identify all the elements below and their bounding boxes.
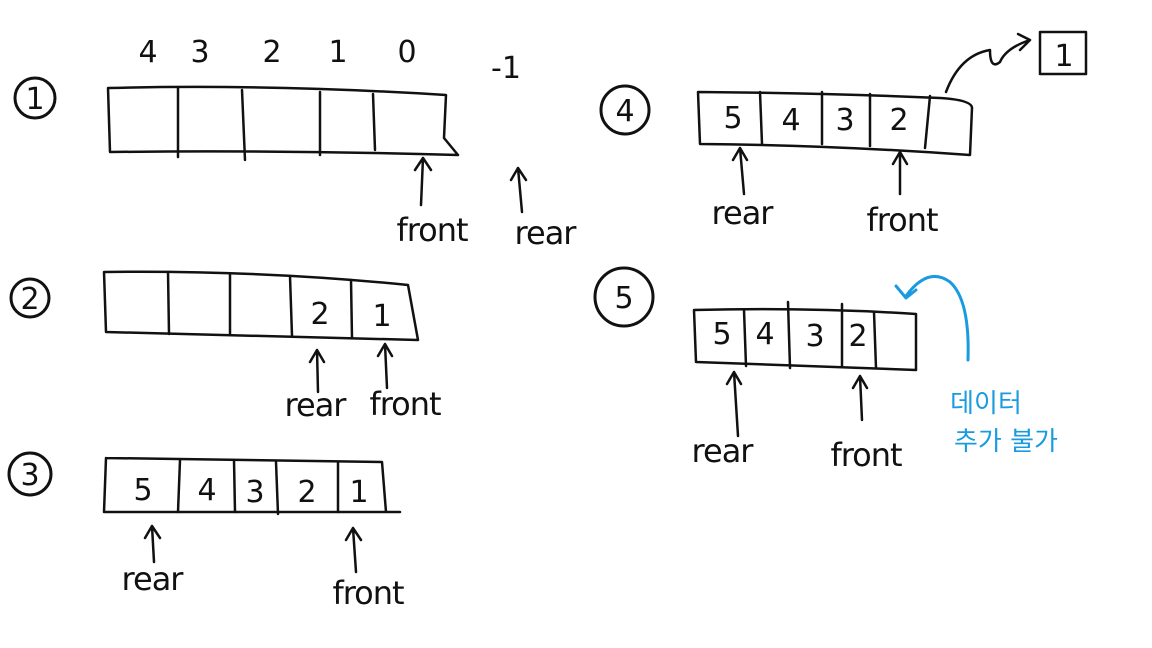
- cell-divider: [349, 278, 354, 340]
- cell-divider: [758, 90, 764, 146]
- cell-value: 2: [297, 475, 316, 510]
- note-line-2: 추가 불가: [954, 427, 1058, 457]
- cell-value: 3: [245, 475, 264, 510]
- front-label: front: [332, 574, 404, 612]
- cell-value: 2: [889, 103, 908, 138]
- step-3-circle: [7, 451, 53, 497]
- cell-value: 4: [755, 317, 774, 352]
- removed-box: [1038, 30, 1088, 76]
- cell-divider: [240, 88, 247, 162]
- arrow: [344, 526, 363, 574]
- cell-value: 4: [781, 103, 800, 138]
- step-4-label: 4: [615, 94, 634, 129]
- step-4: 4 5 4 3 2 1 rear front: [599, 30, 1088, 239]
- arrow: [851, 374, 869, 422]
- step-1-label: 1: [25, 82, 44, 117]
- step-1-circle: [13, 76, 57, 120]
- cell-divider: [872, 310, 878, 370]
- cell-divider: [176, 458, 182, 514]
- cell-divider: [923, 94, 932, 150]
- cell-divider: [786, 300, 792, 370]
- front-label: front: [866, 201, 938, 239]
- arrow: [308, 348, 326, 394]
- rear-label: rear: [692, 432, 755, 470]
- step-2-circle: [9, 277, 51, 319]
- arrow: [376, 342, 394, 390]
- index-label: 2: [262, 35, 281, 70]
- front-label: front: [396, 211, 468, 249]
- rear-label: rear: [712, 194, 775, 232]
- cell-value: 2: [310, 297, 329, 332]
- step-5-label: 5: [614, 281, 633, 316]
- step-1: 1 4 3 2 1 0 -1 front rear: [13, 35, 578, 252]
- step-2: 2 2 1 rear front: [9, 270, 442, 424]
- index-label: 3: [190, 35, 209, 70]
- rear-label: rear: [122, 560, 185, 598]
- front-label: front: [369, 385, 441, 423]
- arrow: [143, 524, 162, 564]
- step-5-circle: [593, 266, 655, 328]
- array-box: [102, 270, 420, 342]
- front-label: front: [830, 436, 902, 474]
- cell-value: 2: [848, 319, 867, 354]
- cell-value: 4: [197, 473, 216, 508]
- step-4-circle: [599, 84, 651, 136]
- arrow: [509, 166, 528, 214]
- arrow: [891, 150, 909, 196]
- dequeue-arrow: [944, 32, 1032, 94]
- cell-divider: [288, 274, 294, 338]
- cell-divider: [371, 92, 377, 152]
- array-box: [106, 85, 460, 157]
- note-line-1: 데이터: [950, 389, 1022, 419]
- cell-value: 3: [805, 319, 824, 354]
- array-box: [696, 90, 974, 157]
- rear-label: rear: [285, 386, 348, 424]
- cell-divider: [232, 458, 237, 514]
- cell-value: 1: [372, 299, 391, 334]
- cell-value: 5: [723, 101, 742, 136]
- removed-value: 1: [1054, 39, 1073, 74]
- arrow: [731, 146, 749, 196]
- index-label: 4: [138, 35, 157, 70]
- array-box: [102, 456, 402, 514]
- array-box: [692, 307, 918, 372]
- index-label: -1: [491, 51, 521, 86]
- cell-value: 5: [712, 317, 731, 352]
- cell-divider: [742, 308, 748, 368]
- cell-value: 5: [133, 473, 152, 508]
- step-3: 3 5 4 3 2 1 rear front: [7, 451, 405, 612]
- step-5: 5 5 4 3 2 rear front 데이터 추가 불가: [593, 266, 1058, 474]
- cell-divider: [166, 270, 171, 336]
- cell-divider: [274, 460, 280, 516]
- index-label: 1: [328, 35, 347, 70]
- step-3-label: 3: [20, 458, 39, 493]
- step-2-label: 2: [20, 282, 39, 317]
- index-label: 0: [397, 35, 416, 70]
- arrow: [725, 370, 743, 438]
- cell-value: 1: [349, 475, 368, 510]
- rear-label: rear: [515, 214, 578, 252]
- cell-value: 3: [835, 103, 854, 138]
- blocked-arrow: [894, 274, 970, 362]
- arrow: [413, 156, 433, 207]
